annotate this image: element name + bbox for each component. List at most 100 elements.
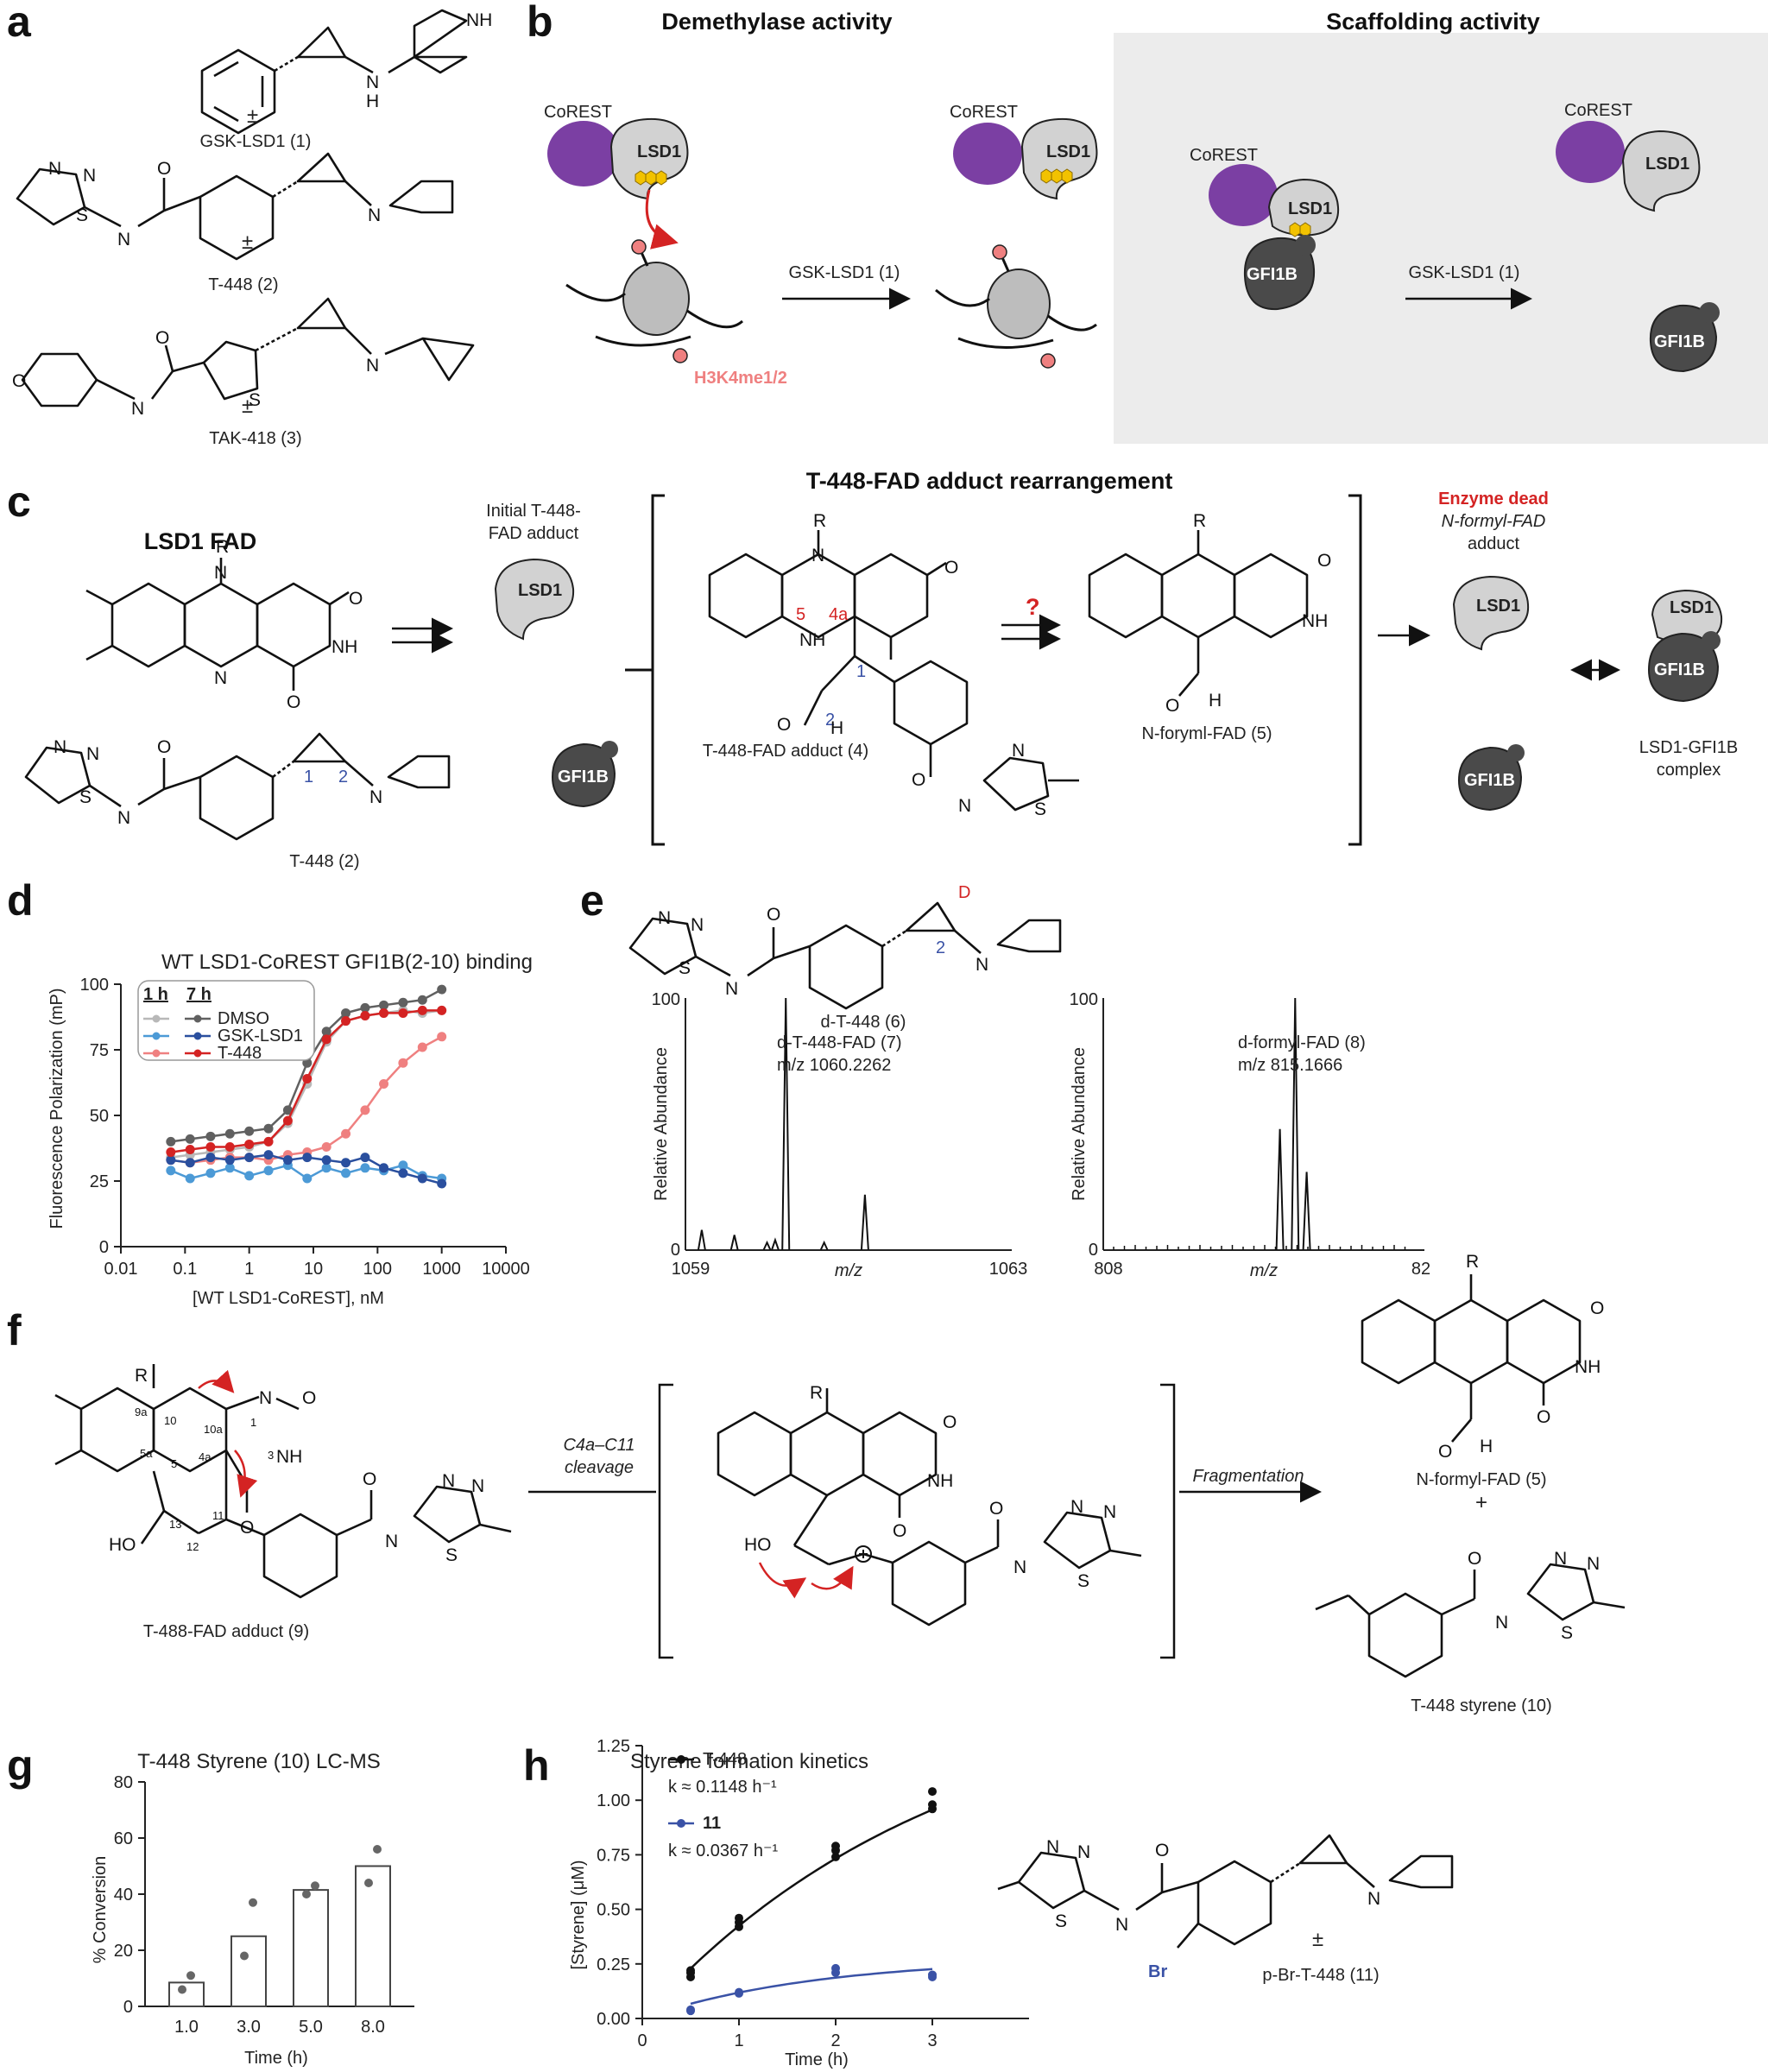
complex-label-2: complex [1657, 761, 1721, 780]
f9-o2: O [302, 1388, 316, 1408]
h-fit-curve-1 [690, 1968, 933, 2006]
panel-label-h: h [523, 1741, 550, 1790]
complex-corest-lsd1-2: LSD1 CoREST [950, 103, 1098, 200]
e1-peak [781, 997, 791, 1251]
e-nh: N [725, 979, 738, 999]
e1-x-tick-end: 1063 [989, 1260, 1028, 1279]
chart-d-legend-box [137, 980, 315, 1061]
f-int-o2: O [943, 1412, 957, 1432]
g-bar [293, 1889, 329, 2007]
ff5-o: O [1438, 1442, 1452, 1462]
cation-intermediate-structure: R O NH O HO O N N N S [717, 1383, 1142, 1627]
f-formyl-5-label: N-formyl-FAD (5) [1416, 1470, 1546, 1489]
g-replicate-point [302, 1890, 311, 1898]
d-legend-label: GSK-LSD1 [218, 1027, 303, 1045]
tak-s: S [249, 390, 261, 410]
complex-scaffold-1: LSD1 CoREST GFI1B [1190, 146, 1340, 311]
chart-d-ylabel: Fluorescence Polarization (mP) [47, 989, 66, 1229]
panel-d-chart: WT LSD1-CoREST GFI1B(2-10) binding Fluor… [47, 951, 533, 1308]
h11-o: O [1155, 1841, 1169, 1860]
t448-structure: N N S N O N ± T-448 (2) [16, 152, 454, 294]
t448-n1: N [48, 159, 61, 179]
compound-11-label: p-Br-T-448 (11) [1262, 1966, 1379, 1985]
adduct-4-structure: R N 5 4a NH 1 O 2 H O N N S O T-448-FAD … [703, 511, 1079, 819]
chart-g-ylabel: % Conversion [91, 1856, 110, 1964]
g-x-tick-label: 5.0 [299, 2018, 323, 2037]
d-line-t-448-7h [170, 1009, 442, 1153]
e1-y-label: Relative Abundance [652, 1047, 671, 1201]
e-deuterium: D [958, 883, 970, 902]
panel-g-chart: T-448 Styrene (10) LC-MS % Conversion Ti… [91, 1750, 414, 2068]
e2-annotation-name: d-formyl-FAD (8) [1238, 1033, 1366, 1052]
a4-n: N [811, 546, 824, 565]
f9-num-11: 11 [212, 1509, 224, 1522]
ff5-o4: O [1537, 1407, 1550, 1427]
h-x-tick-label: 2 [830, 2031, 840, 2050]
h-fit-curve-0 [690, 1809, 933, 1970]
a4-pos4a: 4a [829, 605, 849, 624]
h-legend-11: 11 [703, 1814, 721, 1833]
a4-pos1: 1 [856, 662, 866, 681]
e2-y-tick-100: 100 [1070, 990, 1098, 1009]
gfi1b-label-2: GFI1B [1654, 332, 1705, 351]
g-y-tick-label: 60 [114, 1829, 133, 1848]
g-x-tick-label: 8.0 [361, 2018, 385, 2037]
tak-pm: ± [242, 395, 253, 418]
h11-n2: N [1077, 1842, 1090, 1862]
h-x-tick-label: 0 [637, 2031, 647, 2050]
st-nh: N [1495, 1613, 1508, 1633]
f-int-tz-s: S [1077, 1571, 1089, 1591]
e2-peak [1291, 997, 1300, 1251]
f9-tz-n1: N [442, 1471, 455, 1491]
h11-br: Br [1148, 1962, 1167, 1981]
h-y-tick-label: 1.00 [597, 1791, 630, 1810]
lsd1-label-3: LSD1 [1288, 199, 1332, 218]
ff5-o2: O [1590, 1298, 1604, 1318]
a4-nh: NH [799, 630, 825, 650]
fragmentation-label: Fragmentation [1193, 1467, 1304, 1486]
e1-y-tick-0: 0 [671, 1241, 680, 1260]
d-y-tick-label: 0 [99, 1238, 109, 1257]
c-t448-o: O [157, 737, 171, 757]
initial-adduct-label-2: FAD adduct [489, 524, 579, 543]
nformyl-label-2: adduct [1468, 534, 1519, 553]
f5-o2: O [1317, 551, 1331, 571]
f-int-o4: O [893, 1521, 906, 1541]
fad-nh: NH [332, 637, 357, 657]
gsk-pip-nh: NH [466, 10, 492, 30]
cleavage-label-1: C4a–C11 [563, 1436, 635, 1455]
chart-d-xlabel: [WT LSD1-CoREST], nM [193, 1289, 384, 1308]
f-int-nh: NH [927, 1471, 953, 1491]
panel-label-d: d [7, 876, 34, 925]
panel-c: LSD1 FAD N R N O O NH N N S N O [24, 468, 1738, 871]
e-s: S [679, 958, 691, 978]
t448-c-structure: N N S N O 1 2 N T-448 (2) [24, 732, 451, 871]
d-y-tick-label: 50 [90, 1107, 109, 1126]
compound-2-label: T-448 (2) [208, 275, 278, 294]
st-o: O [1468, 1549, 1481, 1569]
c-gfi1b-label-1: GFI1B [558, 768, 609, 786]
e2-y-label: Relative Abundance [1070, 1047, 1089, 1201]
chart-h-xlabel: Time (h) [785, 2050, 849, 2069]
gsk-nh-label: N [366, 73, 379, 92]
gsk-lsd1-structure: N H NH ± GSK-LSD1 (1) [200, 9, 492, 151]
e1-peak [860, 1194, 869, 1251]
panel-f: R N O NH O HO O N N N S [54, 1252, 1626, 1715]
a4-s: S [1034, 799, 1046, 819]
e2-peak [1302, 1172, 1311, 1251]
scaffolding-title: Scaffolding activity [1326, 9, 1540, 35]
legend-7h-header: 7 h [186, 985, 212, 1004]
e2-annotation-mz: m/z 815.1666 [1238, 1056, 1342, 1075]
panel-h-chart: Styrene formation kinetics [Styrene] (μM… [569, 1737, 1454, 2069]
d-y-tick-label: 25 [90, 1172, 109, 1191]
f9-num-5a: 5a [140, 1447, 153, 1460]
panel-label-b: b [527, 0, 553, 46]
f9-num-1: 1 [250, 1416, 256, 1429]
g-replicate-point [186, 1971, 195, 1980]
h-y-tick-label: 0.25 [597, 1955, 630, 1974]
compound-6-label: d-T-448 (6) [821, 1013, 906, 1032]
e1-peak [762, 1240, 772, 1251]
ff5-r: R [1466, 1252, 1479, 1272]
e1-y-tick-100: 100 [652, 990, 680, 1009]
